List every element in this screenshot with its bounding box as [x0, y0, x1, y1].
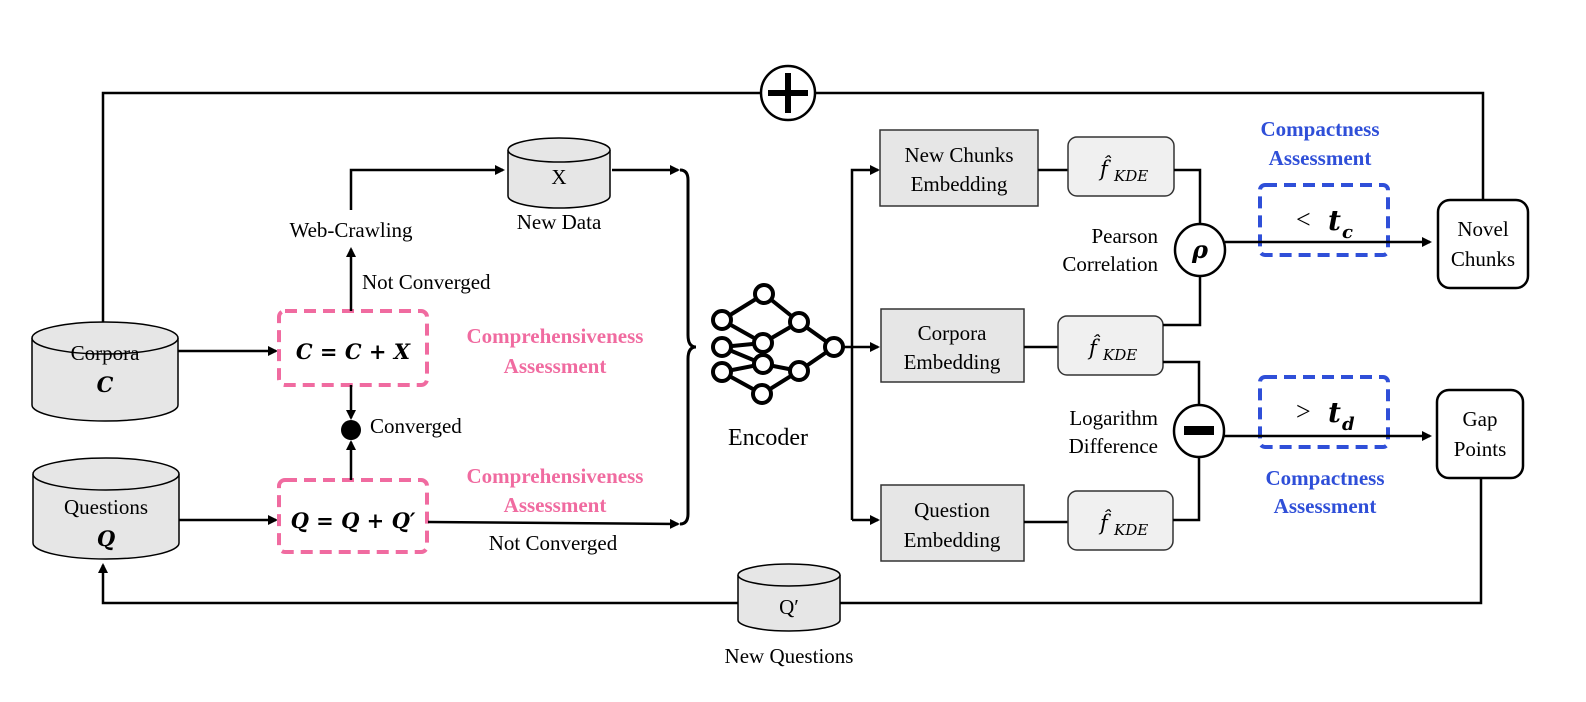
- kde-box-1: f̂ KDE: [1067, 136, 1175, 197]
- gap-label: Gap: [1463, 407, 1498, 431]
- assessment-label-compact-top: Assessment: [1269, 146, 1372, 170]
- threshold-box-td: [1258, 375, 1390, 449]
- comprehensiveness-label-bottom: Comprehensiveness: [467, 464, 644, 488]
- rho-circle-icon: ρ: [1173, 222, 1227, 278]
- assessment-label-compact-bottom: Assessment: [1274, 494, 1377, 518]
- not-converged-label-bottom: Not Converged: [489, 531, 618, 555]
- kde-subscript: KDE: [1113, 167, 1148, 185]
- assessment-label-top: Assessment: [504, 354, 607, 378]
- kde-subscript: KDE: [1102, 346, 1137, 364]
- new-questions-label: New Questions: [725, 644, 854, 668]
- assessment-label-bottom: Assessment: [504, 493, 607, 517]
- question-update-formula: Q = Q + Q′: [291, 508, 416, 533]
- question-update-box: Q = Q + Q′: [277, 478, 429, 554]
- new-questions-symbol: Q′: [779, 595, 799, 619]
- threshold-symbol: t: [1328, 396, 1341, 429]
- novel-chunks-box: Novel Chunks: [1436, 198, 1530, 290]
- threshold-symbol: t: [1328, 204, 1341, 237]
- less-than-operator: <: [1296, 205, 1311, 234]
- new-data-symbol: X: [551, 165, 566, 189]
- new-data-label: New Data: [517, 210, 602, 234]
- neural-network-icon: [711, 283, 845, 405]
- web-crawling-label: Web-Crawling: [289, 218, 413, 242]
- embedding-label: Embedding: [904, 350, 1001, 374]
- chunks-label: Chunks: [1451, 247, 1515, 271]
- new-chunks-label: New Chunks: [904, 143, 1013, 167]
- greater-than-operator: >: [1296, 397, 1311, 426]
- compactness-label-bottom: Compactness: [1266, 466, 1385, 490]
- threshold-subscript: d: [1342, 414, 1355, 435]
- plus-circle-icon: [759, 64, 817, 122]
- rho-symbol: ρ: [1191, 235, 1209, 264]
- questions-symbol: Q: [97, 526, 115, 551]
- threshold-box-tc: [1258, 183, 1390, 257]
- new-questions-database: Q′: [737, 563, 841, 632]
- difference-label: Difference: [1069, 434, 1158, 458]
- questions-label: Questions: [64, 495, 148, 519]
- question-embedding-box: Question Embedding: [880, 484, 1025, 562]
- kde-box-2: f̂ KDE: [1057, 315, 1164, 376]
- novel-label: Novel: [1457, 217, 1508, 241]
- questions-database: Questions Q: [32, 457, 180, 560]
- question-embedding-label: Question: [914, 498, 990, 522]
- not-converged-label-top: Not Converged: [362, 270, 491, 294]
- converged-label: Converged: [370, 414, 462, 438]
- kde-subscript: KDE: [1113, 521, 1148, 539]
- corpora-embedding-box: Corpora Embedding: [880, 308, 1025, 383]
- top-feedback-loop: [98, 64, 1485, 335]
- new-data-database: X: [507, 137, 611, 209]
- embedding-label: Embedding: [911, 172, 1008, 196]
- corpora-embedding-label: Corpora: [918, 321, 987, 345]
- pearson-label: Pearson: [1092, 224, 1159, 248]
- embedding-label: Embedding: [904, 528, 1001, 552]
- corpora-label: Corpora: [71, 341, 140, 365]
- encoder-label: Encoder: [728, 425, 808, 451]
- minus-circle-icon: [1172, 403, 1226, 459]
- convergence-node: [341, 420, 361, 440]
- new-chunks-embedding-box: New Chunks Embedding: [879, 129, 1039, 207]
- compactness-label-top: Compactness: [1261, 117, 1380, 141]
- brace: [679, 168, 697, 526]
- corpus-update-formula: C = C + X: [296, 339, 411, 364]
- threshold-subscript: c: [1342, 222, 1353, 243]
- points-label: Points: [1454, 437, 1507, 461]
- corpus-update-box: C = C + X: [277, 309, 429, 387]
- comprehensiveness-label-top: Comprehensiveness: [467, 324, 644, 348]
- logarithm-label: Logarithm: [1069, 406, 1158, 430]
- corpora-database: Corpora C: [31, 321, 179, 422]
- correlation-label: Correlation: [1062, 252, 1158, 276]
- gap-points-box: Gap Points: [1435, 388, 1525, 480]
- kde-box-3: f̂ KDE: [1067, 490, 1174, 551]
- corpora-symbol: C: [97, 372, 114, 397]
